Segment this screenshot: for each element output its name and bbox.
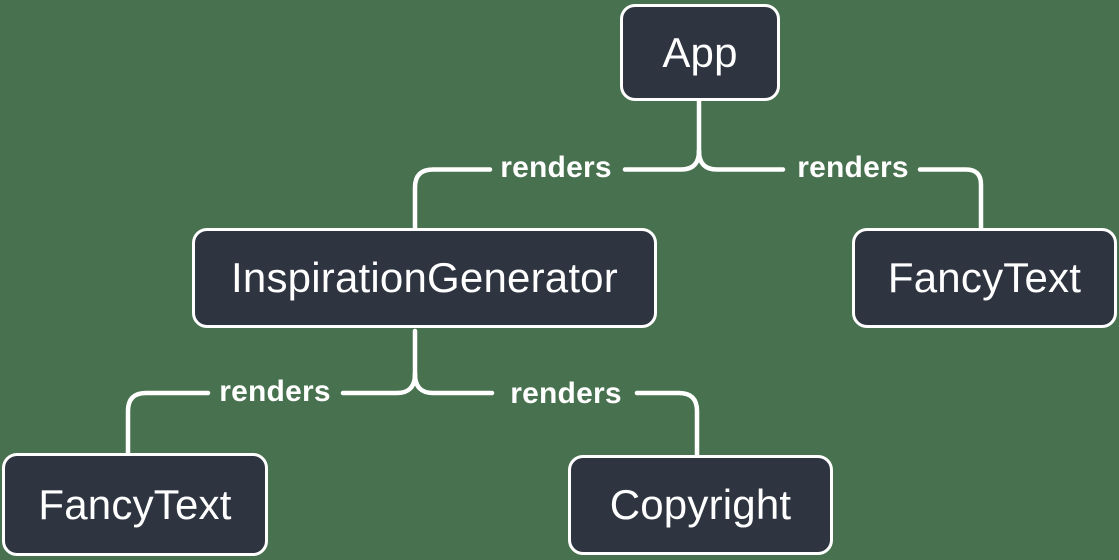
node-copyright: Copyright: [568, 455, 833, 555]
connector-app-to-fancytext-elbow: [917, 167, 984, 231]
connector-inspirationgenerator-to-fancytext-arm: [340, 371, 418, 396]
connector-inspirationgenerator-to-fancytext-elbow: [125, 390, 211, 456]
edge-label-app-fancytext: renders: [797, 151, 909, 184]
connector-inspirationgenerator-to-copyright-arm: [412, 371, 495, 396]
connector-app-to-inspirationgenerator-arm: [622, 148, 702, 172]
node-fancy-text-bottom: FancyText: [2, 453, 268, 556]
node-fancy-text-top-label: FancyText: [887, 254, 1082, 301]
node-inspiration-generator: InspirationGenerator: [192, 228, 657, 328]
node-copyright-label: Copyright: [609, 481, 792, 528]
node-app: App: [620, 4, 780, 101]
edge-label-inspirationgenerator-fancytext: renders: [219, 375, 331, 408]
node-fancy-text-top: FancyText: [852, 228, 1117, 328]
node-inspiration-generator-label: InspirationGenerator: [231, 254, 618, 301]
connector-app-to-inspirationgenerator-elbow: [412, 167, 493, 231]
connector-app-to-fancytext-arm: [696, 148, 786, 172]
connector-inspirationgenerator-to-copyright-elbow: [634, 390, 700, 458]
edge-label-app-inspirationgenerator: renders: [500, 151, 612, 184]
node-app-label: App: [662, 28, 738, 76]
node-fancy-text-bottom-label: FancyText: [38, 480, 232, 528]
edge-label-inspirationgenerator-copyright: renders: [510, 377, 622, 410]
